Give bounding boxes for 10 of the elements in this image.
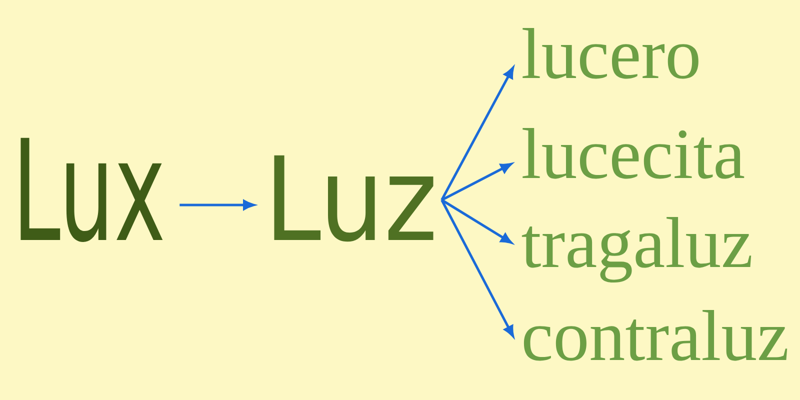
derived-word: tragaluz [522, 217, 752, 283]
arrow [440, 67, 514, 201]
derived-word: contraluz [524, 310, 788, 361]
derived-word: lucero [522, 28, 698, 79]
arrow [440, 199, 514, 337]
arrow [441, 162, 512, 202]
derived-word: lucecita [522, 128, 744, 179]
word: Luz [274, 155, 434, 242]
root-word: Lux [20, 138, 163, 242]
arrow [441, 198, 512, 244]
